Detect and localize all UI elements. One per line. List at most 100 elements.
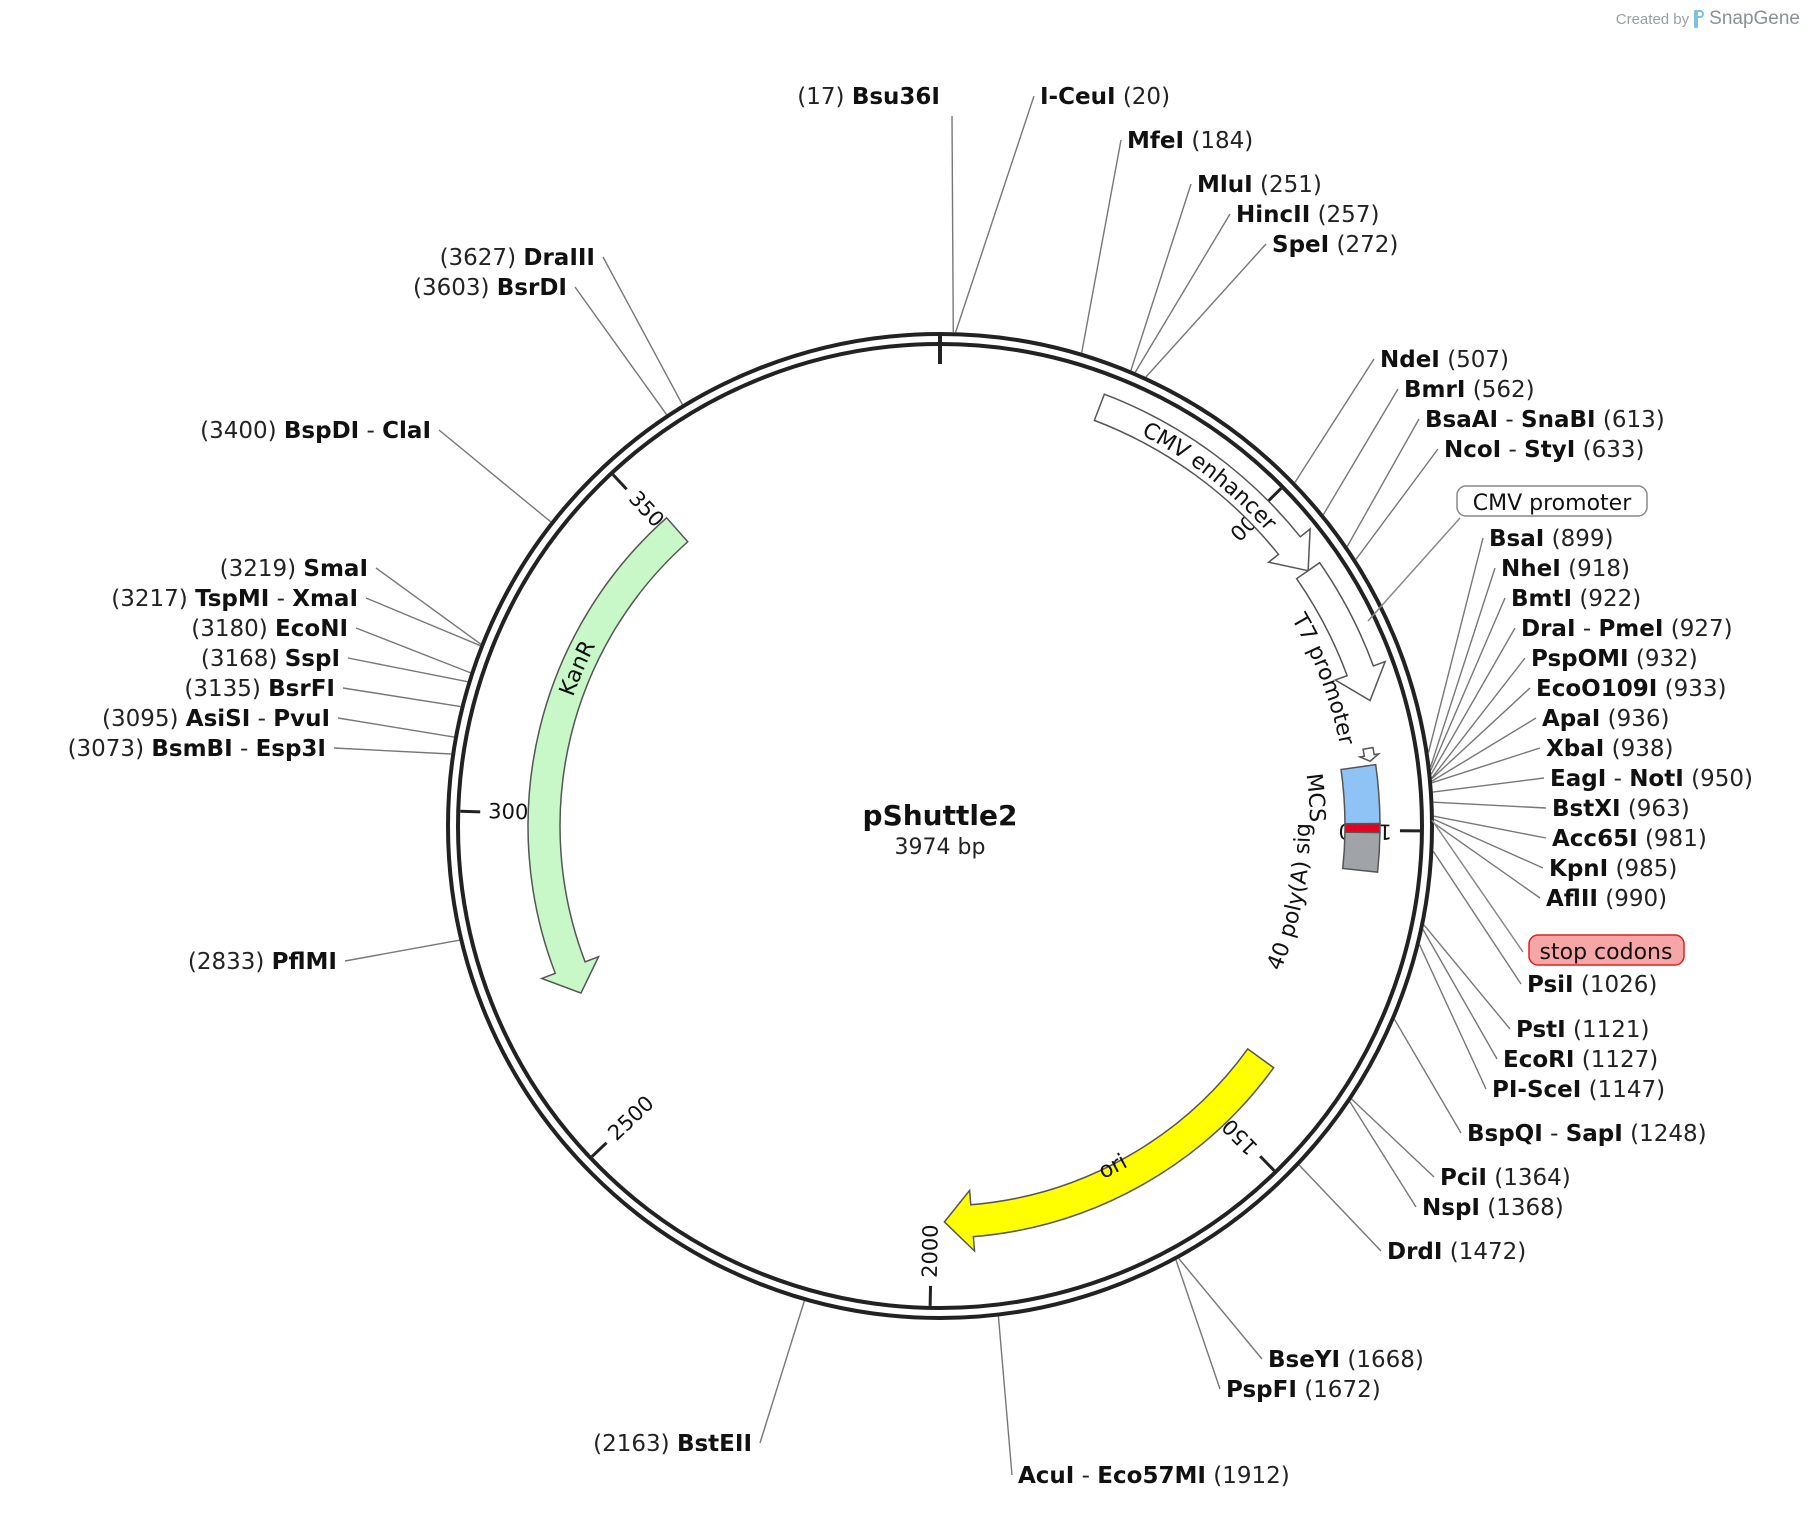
enzyme-name: HincII [1236, 202, 1310, 228]
enzyme-leader [951, 115, 954, 333]
enzyme-site-ndei[interactable]: NdeI (507) [1380, 347, 1509, 373]
enzyme-position: (899) [1552, 526, 1614, 552]
enzyme-site-kpni[interactable]: KpnI (985) [1549, 856, 1677, 882]
enzyme-site-acc65i[interactable]: Acc65I (981) [1552, 826, 1707, 852]
enzyme-site-pspfi[interactable]: PspFI (1672) [1226, 1377, 1381, 1403]
enzyme-site-bsrfi[interactable]: (3135) BsrFI [184, 676, 335, 702]
feature-ori[interactable] [943, 1047, 1275, 1253]
label-separator [1604, 736, 1611, 762]
enzyme-site-xbai[interactable]: XbaI (938) [1546, 736, 1673, 762]
enzyme-site-spei[interactable]: SpeI (272) [1272, 232, 1398, 258]
enzyme-position: (251) [1260, 172, 1322, 198]
enzyme-site-hincii[interactable]: HincII (257) [1236, 202, 1379, 228]
enzyme-name: EcoRI [1503, 1047, 1574, 1073]
enzyme-site-pflmi[interactable]: (2833) PflMI [188, 949, 337, 975]
enzyme-site-bsaai[interactable]: BsaAI - SnaBI (613) [1425, 407, 1665, 433]
enzyme-site-tspmi[interactable]: (3217) TspMI - XmaI [111, 586, 358, 612]
enzyme-name: AflII [1546, 886, 1598, 912]
label-separator [489, 275, 496, 301]
enzyme-leader [1423, 924, 1511, 1030]
feature-stop-codons[interactable] [1344, 822, 1381, 834]
enzyme-name: PmeI [1598, 616, 1663, 642]
enzyme-site-ncoi[interactable]: NcoI - StyI (633) [1444, 437, 1644, 463]
enzyme-site-psti[interactable]: PstI (1121) [1516, 1017, 1650, 1043]
enzyme-site-drai[interactable]: DraI - PmeI (927) [1521, 616, 1733, 642]
enzyme-position: (1672) [1304, 1377, 1380, 1403]
enzyme-position: (933) [1665, 676, 1727, 702]
enzyme-name: BsrDI [497, 275, 567, 301]
enzyme-leader [1430, 627, 1516, 775]
enzyme-site-psii[interactable]: PsiI (1026) [1527, 972, 1657, 998]
enzyme-site-bsu36i[interactable]: (17) Bsu36I [797, 84, 940, 110]
enzyme-site-bstxi[interactable]: BstXI (963) [1552, 796, 1690, 822]
enzyme-site-pspomi[interactable]: PspOMI (932) [1531, 646, 1698, 672]
enzyme-name: NheI [1501, 556, 1561, 582]
enzyme-leader [1433, 815, 1547, 839]
enzyme-site-mfei[interactable]: MfeI (184) [1127, 128, 1253, 154]
enzyme-leader [1427, 537, 1484, 753]
enzyme-site-smai[interactable]: (3219) SmaI [220, 556, 368, 582]
enzyme-site-draiii[interactable]: (3627) DraIII [440, 245, 595, 271]
feature-kanr[interactable] [527, 516, 689, 995]
enzyme-site-bmri[interactable]: BmrI (562) [1404, 377, 1535, 403]
enzyme-site-nhei[interactable]: NheI (918) [1501, 556, 1630, 582]
enzyme-name: NcoI [1444, 437, 1501, 463]
enzyme-leader [574, 286, 668, 415]
enzyme-site-pi-scei[interactable]: PI-SceI (1147) [1492, 1077, 1665, 1103]
feature-sv40-poly-a-signal[interactable] [1341, 831, 1381, 874]
enzyme-site-bsmbi[interactable]: (3073) BsmBI - Esp3I [68, 736, 326, 762]
enzyme-name: SpeI [1272, 232, 1329, 258]
enzyme-site-pcii[interactable]: PciI (1364) [1440, 1165, 1571, 1191]
enzyme-site-bspqi[interactable]: BspQI - SapI (1248) [1467, 1121, 1707, 1147]
enzyme-leader [1431, 687, 1531, 780]
feature-mcs[interactable] [1340, 763, 1381, 825]
enzyme-site-bsai[interactable]: BsaI (899) [1489, 526, 1613, 552]
label-separator: - [269, 586, 292, 612]
feature-cmv-enhancer[interactable] [1093, 393, 1311, 572]
label-separator [1621, 796, 1628, 822]
enzyme-position: (507) [1447, 347, 1509, 373]
label-separator: - [1543, 1121, 1566, 1147]
enzyme-name: PstI [1516, 1017, 1566, 1043]
label-separator [144, 736, 151, 762]
enzyme-site-bsteii[interactable]: (2163) BstEII [593, 1431, 752, 1457]
enzyme-site-bseyi[interactable]: BseYI (1668) [1268, 1347, 1424, 1373]
enzyme-site-eagi[interactable]: EagI - NotI (950) [1550, 766, 1753, 792]
enzyme-position: (950) [1691, 766, 1753, 792]
enzyme-leader [1134, 213, 1231, 373]
enzyme-leader [375, 567, 482, 645]
enzyme-site-sspi[interactable]: (3168) SspI [201, 646, 340, 672]
enzyme-name: Acc65I [1552, 826, 1638, 852]
enzyme-site-asisi[interactable]: (3095) AsiSI - PvuI [102, 706, 330, 732]
enzyme-site-ecoo109i[interactable]: EcoO109I (933) [1536, 676, 1726, 702]
enzyme-site-bspdi[interactable]: (3400) BspDI - ClaI [200, 418, 431, 444]
label-separator [1663, 616, 1670, 642]
enzyme-site-aflii[interactable]: AflII (990) [1546, 886, 1667, 912]
enzyme-site-nspi[interactable]: NspI (1368) [1422, 1195, 1564, 1221]
enzyme-leader [1346, 418, 1420, 547]
enzyme-site-acui[interactable]: AcuI - Eco57MI (1912) [1018, 1463, 1290, 1489]
enzyme-site-bmti[interactable]: BmtI (922) [1511, 586, 1641, 612]
tick-mark [1265, 487, 1283, 504]
enzyme-name: Esp3I [256, 736, 326, 762]
enzyme-leader [337, 717, 455, 738]
enzyme-name: ClaI [382, 418, 431, 444]
enzyme-site-mlui[interactable]: MluI (251) [1197, 172, 1322, 198]
enzyme-name: BspQI [1467, 1121, 1543, 1147]
enzyme-site-apai[interactable]: ApaI (936) [1542, 706, 1670, 732]
enzyme-site-econi[interactable]: (3180) EcoNI [191, 616, 348, 642]
enzyme-site-i-ceui[interactable]: I-CeuI (20) [1040, 84, 1170, 110]
enzyme-leader-lines [333, 95, 1547, 1476]
enzyme-site-ecori[interactable]: EcoRI (1127) [1503, 1047, 1658, 1073]
enzyme-site-drdi[interactable]: DrdI (1472) [1387, 1239, 1526, 1265]
enzyme-position: (1127) [1582, 1047, 1658, 1073]
enzyme-site-bsrdi[interactable]: (3603) BsrDI [413, 275, 567, 301]
feature-cmv-promoter[interactable] [1295, 561, 1387, 702]
label-separator [1623, 1121, 1630, 1147]
label-separator [1310, 202, 1317, 228]
enzyme-name: SspI [285, 646, 340, 672]
enzyme-leader [1431, 657, 1526, 779]
enzyme-leader [1432, 777, 1545, 793]
feature-t7-promoter[interactable] [1357, 746, 1382, 763]
feature-label: CMV enhancer [1138, 418, 1282, 537]
